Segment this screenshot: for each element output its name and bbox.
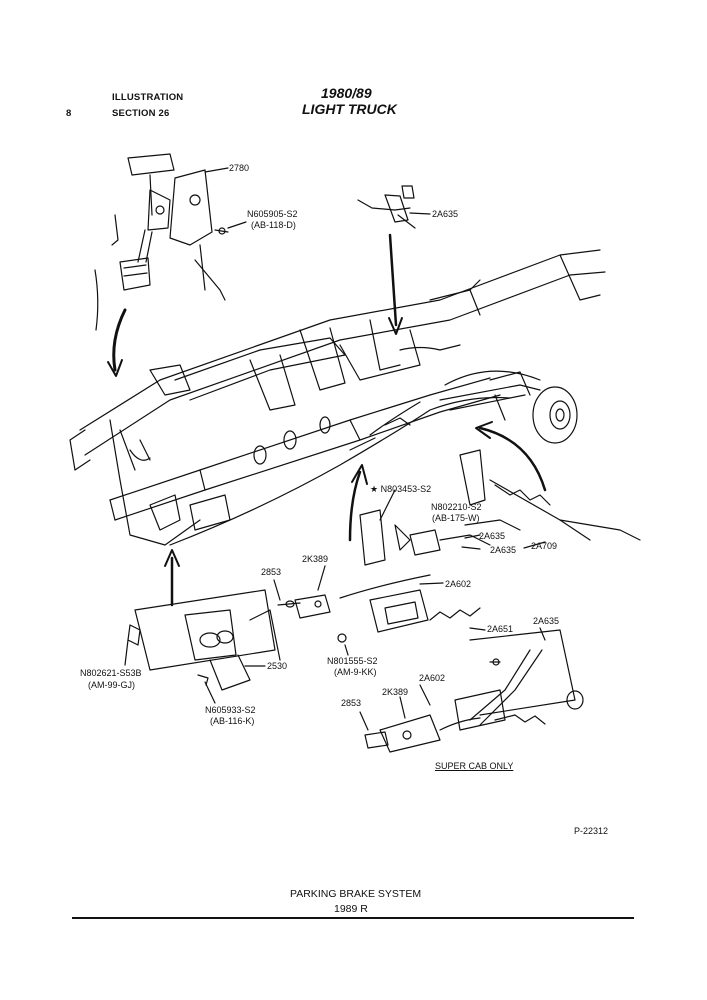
callout-n605933: N605933-S2 <box>205 705 256 715</box>
callout-2530: 2530 <box>267 661 288 671</box>
footer-title: PARKING BRAKE SYSTEM <box>290 888 422 900</box>
callout-am99gj: (AM-99-GJ) <box>88 680 135 690</box>
spring-inset <box>489 479 641 541</box>
callout-2a635-top: 2A635 <box>432 209 459 219</box>
page-number: 8 <box>66 108 72 119</box>
callout-2a635-c: 2A635 <box>533 616 560 626</box>
callout-ab175w: (AB-175-W) <box>432 513 480 523</box>
callout-2853-b: 2853 <box>341 698 362 708</box>
section-label: SECTION 26 <box>112 108 170 119</box>
callout-2k389-b: 2K389 <box>382 687 409 697</box>
callout-2a602-a: 2A602 <box>445 579 472 589</box>
rear-axle <box>439 370 578 444</box>
pedal-assembly <box>94 153 229 331</box>
callout-n802621: N802621-S53B <box>80 668 142 678</box>
callout-2a709: 2A709 <box>531 541 558 551</box>
vehicle-type: LIGHT TRUCK <box>302 101 397 117</box>
callout-n802210: N802210-S2 <box>431 502 482 512</box>
callout-2853-a: 2853 <box>261 567 282 577</box>
callout-ab116k: (AB-116-K) <box>210 716 255 726</box>
callout-n801555: N801555-S2 <box>327 656 378 666</box>
vehicle-frame <box>69 249 606 546</box>
callout-am9kk: (AM-9-KK) <box>334 667 377 677</box>
cable-bracket-inset <box>359 449 521 566</box>
year-range: 1980/89 <box>321 85 372 101</box>
figure-number: P-22312 <box>574 826 609 836</box>
super-cab-note: SUPER CAB ONLY <box>435 761 514 771</box>
callout-2k389-a: 2K389 <box>302 554 329 564</box>
callout-2a635-a: 2A635 <box>479 531 506 541</box>
footer-code: 1989 R <box>334 903 368 915</box>
lever-parts <box>277 574 481 643</box>
illustration-label: ILLUSTRATION <box>112 92 184 103</box>
footer-rule <box>72 917 634 919</box>
callout-2a651: 2A651 <box>487 624 514 634</box>
callout-2780: 2780 <box>229 163 250 173</box>
callout-n605905: N605905-S2 <box>247 209 298 219</box>
callout-ab118d: (AB-118-D) <box>251 220 296 230</box>
callout-2a602-b: 2A602 <box>419 673 446 683</box>
callout-n803453: ★ N803453-S2 <box>370 484 432 494</box>
bracket-inset <box>127 589 281 691</box>
brake-cables <box>169 344 511 546</box>
super-cab-inset <box>364 629 584 753</box>
equalizer-inset-top <box>357 185 416 229</box>
callout-2a635-b: 2A635 <box>490 545 517 555</box>
